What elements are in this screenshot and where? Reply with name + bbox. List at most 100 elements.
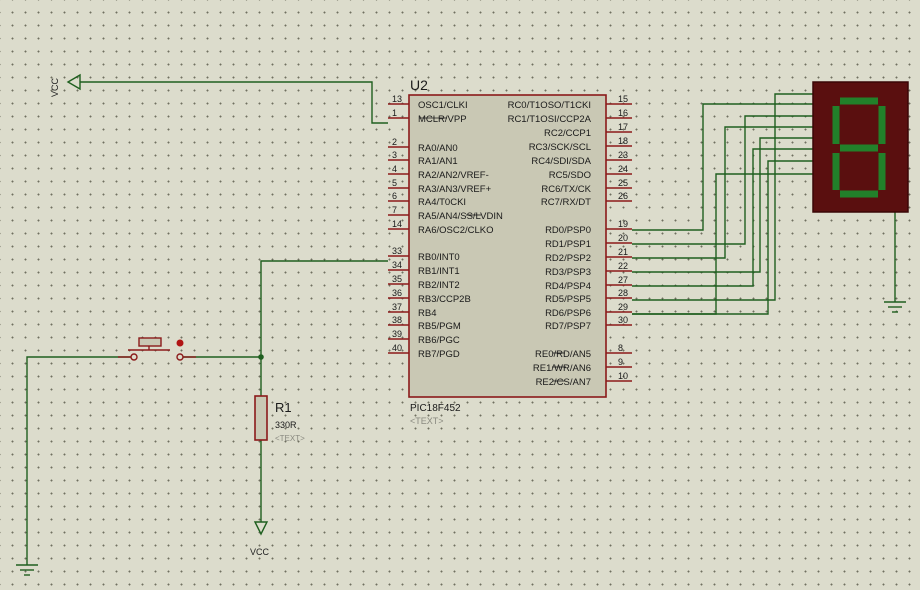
pin-number: 5: [392, 178, 397, 188]
wire-vcc-mclr[interactable]: [80, 81, 388, 124]
button-actuator-dot[interactable]: [176, 339, 184, 347]
segments: [832, 97, 886, 198]
pin-name: RD4/PSP4: [545, 281, 591, 292]
pin-number: 8: [618, 343, 623, 353]
pin-number: 6: [392, 191, 397, 201]
resistor-r1[interactable]: R1 330R <TEXT>: [254, 395, 305, 443]
pin-number: 24: [618, 164, 628, 174]
resistor-text-placeholder: <TEXT>: [275, 434, 305, 443]
wire-rd6-b[interactable]: [632, 173, 813, 315]
chip-text-placeholder: <TEXT>: [410, 416, 444, 426]
vcc-terminal-bottom[interactable]: VCC: [250, 521, 270, 557]
pin-name: RD6/PSP6: [545, 308, 591, 319]
pin-number: 3: [392, 150, 397, 160]
wire-rb0[interactable]: [260, 260, 388, 357]
pin-number: 15: [618, 94, 628, 104]
button-contact-left: [130, 353, 138, 361]
pin-number: 2: [392, 137, 397, 147]
pin-name: RC1/T1OSI/CCP2A: [508, 114, 592, 125]
pin-number: 21: [618, 247, 628, 257]
pin-name: RE1/WR/AN6: [533, 363, 591, 374]
wire-rd0[interactable]: [632, 103, 813, 231]
pin-name: RB1/INT1: [418, 266, 460, 277]
wire-rd2[interactable]: [632, 126, 813, 259]
pic18f452-chip[interactable]: U2 PIC18F452 <TEXT> 13OSC1/CLKI1MCLR/VPP…: [388, 77, 632, 426]
pin-number: 39: [392, 329, 402, 339]
wire-rd5[interactable]: [632, 93, 813, 301]
pin-number: 34: [392, 260, 402, 270]
wire-rd4[interactable]: [632, 148, 813, 287]
pin-name: RA6/OSC2/CLKO: [418, 225, 494, 236]
pin-number: 25: [618, 178, 628, 188]
wire-button-gnd[interactable]: [26, 356, 131, 565]
pin-name: RC3/SCK/SCL: [529, 142, 591, 153]
pin-name: RC6/TX/CK: [541, 184, 591, 195]
pin-name: RD5/PSP5: [545, 294, 591, 305]
pin-name: RA2/AN2/VREF-: [418, 170, 489, 181]
pin-name: RB7/PGD: [418, 349, 460, 360]
pin-number: 40: [392, 343, 402, 353]
push-button[interactable]: [118, 337, 196, 361]
pin-name: RB4: [418, 308, 436, 319]
pin-name: RA0/AN0: [418, 143, 458, 154]
wire-rd6[interactable]: [632, 160, 813, 315]
wire-rd1[interactable]: [632, 115, 813, 245]
pin-name: RC2/CCP1: [544, 128, 591, 139]
vcc-arrow-down-icon: [253, 521, 269, 536]
chip-part: PIC18F452: [410, 403, 461, 414]
pin-number: 14: [392, 219, 402, 229]
ground-icon: [16, 564, 38, 576]
vcc-terminal-top[interactable]: VCC: [50, 73, 81, 97]
vcc-label-bottom: VCC: [250, 547, 270, 557]
wire-rd3[interactable]: [632, 137, 813, 273]
pin-number: 16: [618, 108, 628, 118]
ground-left[interactable]: [16, 564, 38, 576]
resistor-ref: R1: [275, 400, 292, 415]
pin-name: RC5/SDO: [549, 170, 591, 181]
seven-segment-display[interactable]: [812, 81, 909, 213]
vcc-label-top: VCC: [50, 77, 60, 97]
pin-number: 33: [392, 246, 402, 256]
pin-number: 7: [392, 205, 397, 215]
ground-display[interactable]: [884, 301, 906, 313]
